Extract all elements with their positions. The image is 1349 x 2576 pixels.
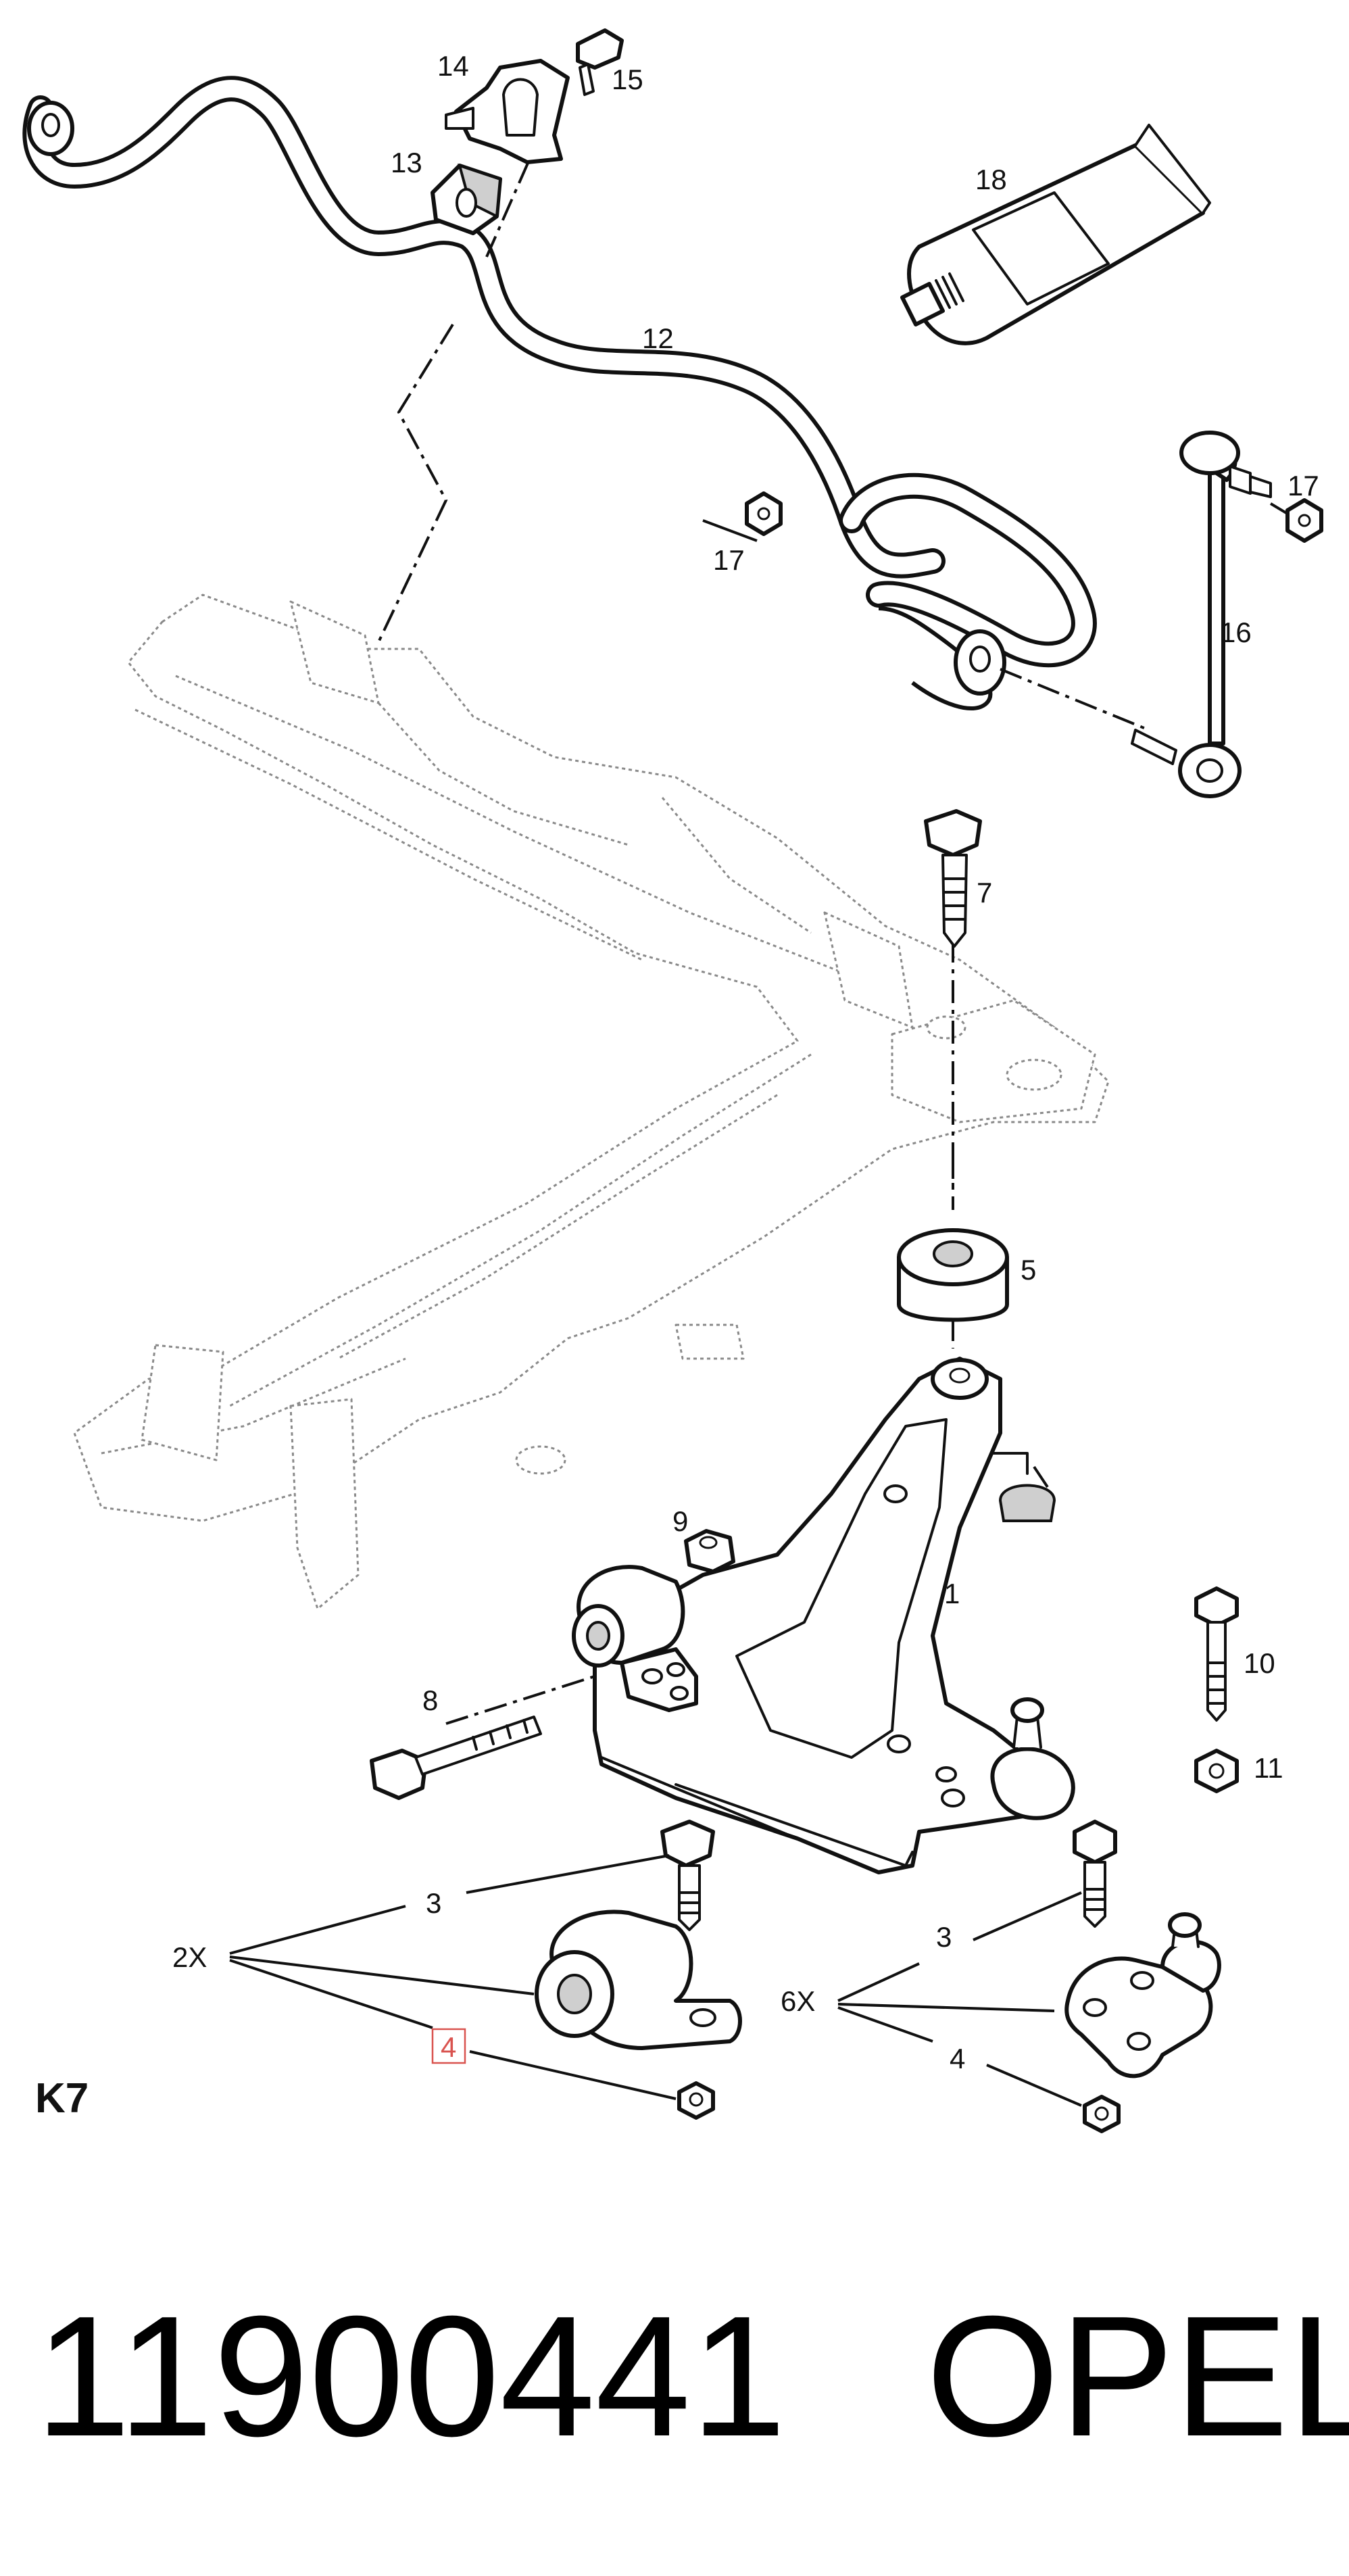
balljoint-bolt-10 bbox=[1194, 1586, 1239, 1722]
callout-15: 15 bbox=[612, 64, 643, 95]
part-number: 11900441 bbox=[35, 2280, 787, 2472]
callout-4-right: 4 bbox=[950, 2043, 965, 2074]
clamp-bolt bbox=[576, 28, 624, 96]
dust-cap bbox=[992, 1452, 1056, 1522]
stabilizer-bar bbox=[22, 76, 1097, 710]
assembly-line-bar-to-frame bbox=[377, 323, 454, 643]
assembly-line-link bbox=[1000, 668, 1150, 731]
callout-3-left: 3 bbox=[426, 1887, 441, 1919]
highlight-box-4 bbox=[431, 2028, 466, 2064]
callout-18: 18 bbox=[975, 164, 1007, 195]
callout-1: 1 bbox=[944, 1578, 960, 1609]
callout-2x: 2X bbox=[172, 1941, 207, 1973]
nut-11 bbox=[1194, 1749, 1239, 1793]
callout-3-right: 3 bbox=[936, 1921, 952, 1953]
bushing-kit bbox=[535, 1820, 742, 2120]
section-code: K7 bbox=[35, 2075, 89, 2122]
callout-14: 14 bbox=[437, 50, 469, 82]
cap-9 bbox=[684, 1529, 735, 1574]
rear-bushing bbox=[897, 1228, 1009, 1322]
balljoint-kit bbox=[1064, 1820, 1221, 2133]
nut-17-link bbox=[1285, 498, 1323, 543]
clamp-bracket bbox=[445, 59, 570, 164]
nut-17-bar bbox=[745, 491, 783, 536]
callout-16: 16 bbox=[1220, 616, 1252, 648]
callout-17-bar: 17 bbox=[713, 544, 745, 576]
callout-6x: 6X bbox=[781, 1985, 815, 2017]
callout-8: 8 bbox=[422, 1684, 438, 1716]
assembly-line-front-bolt bbox=[445, 1675, 595, 1725]
callout-10: 10 bbox=[1244, 1647, 1275, 1679]
callout-labels: 14 15 13 18 12 17 17 16 7 5 9 1 10 8 11 … bbox=[35, 50, 1319, 2122]
callout-11: 11 bbox=[1254, 1752, 1283, 1784]
subframe-ghost bbox=[73, 593, 1110, 1610]
callout-9: 9 bbox=[672, 1505, 688, 1537]
grease-tube bbox=[900, 124, 1211, 345]
callout-4-left: 4 bbox=[441, 2031, 456, 2063]
arm-front-bolt bbox=[370, 1716, 542, 1800]
callout-12: 12 bbox=[642, 322, 674, 354]
callout-13: 13 bbox=[391, 147, 422, 178]
callout-5: 5 bbox=[1021, 1254, 1036, 1286]
callout-17-link: 17 bbox=[1287, 470, 1319, 502]
brand-name: OPEL bbox=[926, 2280, 1349, 2472]
control-arm bbox=[572, 1357, 1075, 1874]
arm-rear-bolt bbox=[924, 809, 982, 948]
stabilizer-link bbox=[1131, 431, 1272, 798]
callout-7: 7 bbox=[977, 877, 992, 908]
leader-lines bbox=[229, 502, 1289, 2107]
bar-bushing bbox=[431, 163, 502, 235]
